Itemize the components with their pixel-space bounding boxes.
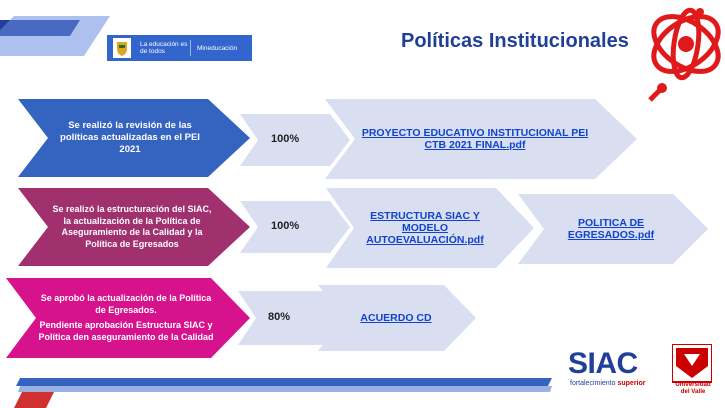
link-chevron-2[interactable]: ESTRUCTURA SIAC Y MODELO AUTOEVALUACIÓN.…: [326, 188, 534, 268]
university-shield-icon: [672, 344, 712, 383]
siac-logo: SIAC: [568, 347, 638, 380]
gov-separator: [190, 40, 191, 56]
gov-ministry: Mineducación: [197, 44, 238, 52]
document-link-4[interactable]: ACUERDO CD: [360, 312, 432, 324]
percent-value-2: 100%: [271, 220, 300, 232]
link-chevron-4[interactable]: ACUERDO CD: [318, 285, 476, 351]
link-chevron-1[interactable]: PROYECTO EDUCATIVO INSTITUCIONAL PEI CTB…: [325, 99, 637, 179]
coat-of-arms-icon: [113, 38, 131, 58]
percent-chevron-2: [240, 201, 350, 253]
statement-arrow-2: Se realizó la estructuración del SIAC, l…: [18, 188, 250, 266]
document-link-2[interactable]: ESTRUCTURA SIAC Y MODELO AUTOEVALUACIÓN.…: [366, 210, 484, 246]
percent-chevron-1: [240, 114, 350, 166]
statement-arrow-shape: [18, 99, 250, 177]
document-link-3[interactable]: POLITICA DE EGRESADOS.pdf: [567, 217, 655, 241]
statement-text-3-extra: Pendiente aprobación Estructura SIAC y P…: [38, 320, 214, 342]
percent-value-1: 100%: [271, 133, 300, 145]
page-title: Políticas Institucionales: [401, 30, 629, 52]
university-name: Universidad del Valle: [675, 381, 711, 395]
document-link-1[interactable]: PROYECTO EDUCATIVO INSTITUCIONAL PEI CTB…: [361, 127, 589, 151]
percent-value-3: 80%: [268, 311, 291, 323]
siac-subtitle: fortalecimiento superior: [570, 380, 646, 387]
government-logo: La educación es de todos Mineducación: [107, 35, 252, 61]
statement-text-3: Se aprobó la actualización de la Polític…: [40, 293, 212, 315]
statement-text-2: Se realizó la estructuración del SIAC, l…: [52, 204, 212, 249]
atom-icon: [651, 7, 721, 81]
gov-slogan: La educación es de todos: [140, 41, 188, 55]
statement-arrow-3: Se aprobó la actualización de la Polític…: [6, 278, 250, 358]
link-chevron-3[interactable]: POLITICA DE EGRESADOS.pdf: [518, 194, 708, 264]
statement-arrow-1: Se realizó la revisión de las políticas …: [18, 99, 250, 177]
percent-chevron-4: [238, 291, 348, 345]
statement-text-1: Se realizó la revisión de las políticas …: [60, 120, 200, 155]
